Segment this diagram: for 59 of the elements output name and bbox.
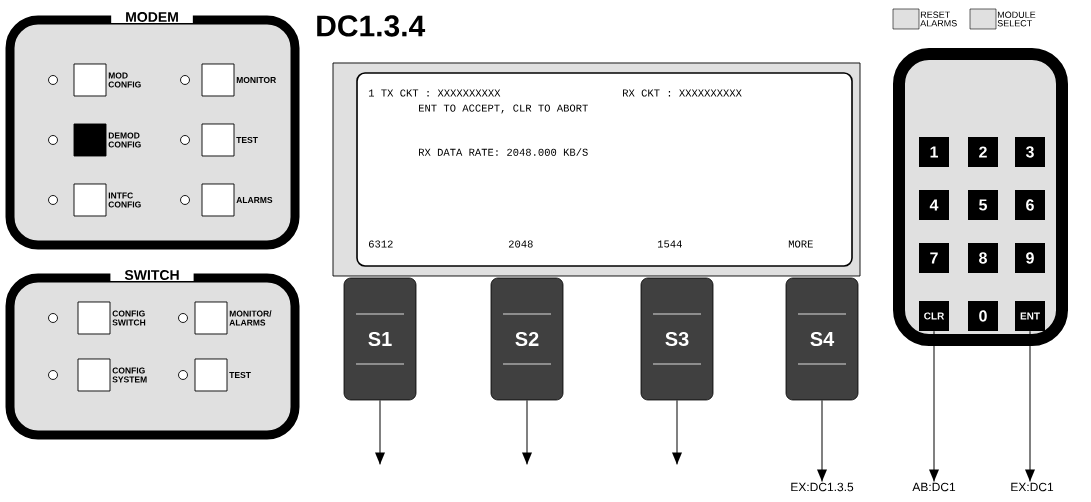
panel-button: TEST [194, 358, 251, 392]
display-text: RX CKT : XXXXXXXXXX [623, 89, 742, 97]
panel-button: ALARMS [201, 183, 273, 217]
arrow [1025, 330, 1035, 483]
display-text: MORE [788, 240, 813, 248]
panel-button: MONITOR/ ALARMS [194, 301, 272, 335]
panel-button: MOD CONFIG [73, 63, 141, 97]
keypad-key: 4 [919, 190, 949, 220]
panel-button: INTFC CONFIG [73, 183, 141, 217]
keypad-key: 6 [1015, 190, 1045, 220]
node-label: MODULE SELECT [997, 11, 1036, 27]
display-text: 6312 [369, 240, 393, 248]
display-screen [332, 62, 861, 277]
keypad-key: 2 [968, 137, 998, 167]
node-label: INTFC CONFIG [108, 192, 141, 208]
arrow [522, 399, 532, 465]
panel-button: CONFIG SYSTEM [77, 358, 147, 392]
result-label: EX:DC1.3.5 [791, 482, 854, 492]
arrow [672, 399, 682, 465]
node-label: MONITOR [236, 76, 277, 83]
panel-button: CONFIG SWITCH [77, 301, 146, 335]
keypad-key: 9 [1015, 243, 1045, 273]
soft-key: S3 [640, 277, 714, 401]
keypad-key: 7 [919, 243, 949, 273]
node-label: ALARMS [236, 196, 273, 203]
display-text: ENT TO ACCEPT, CLR TO ABORT [419, 104, 588, 114]
display-text: RX DATA RATE: 2048.000 KB/S [419, 148, 588, 156]
keypad-key: 0 [968, 301, 998, 331]
node-label: MONITOR/ ALARMS [229, 310, 272, 326]
keypad-key: 3 [1015, 137, 1045, 167]
display-text: 1 TX CKT : XXXXXXXXXX [368, 89, 501, 97]
keypad-key: 1 [919, 137, 949, 167]
result-label: EX:DC1 [1011, 482, 1054, 492]
soft-key: S1 [343, 277, 417, 401]
panel-button: MONITOR [201, 63, 276, 97]
node-label: CONFIG SYSTEM [112, 367, 147, 383]
arrow [375, 399, 385, 465]
node-label: TEST [229, 371, 251, 378]
title: DC1.3.4 [317, 15, 426, 37]
arrow [929, 330, 939, 483]
panel-button: TEST [201, 123, 258, 157]
display-text: 1544 [657, 240, 682, 248]
result-label: AB:DC1 [912, 482, 956, 492]
keypad-key: 8 [968, 243, 998, 273]
display-text: 2048 [508, 240, 533, 248]
soft-key: S2 [490, 277, 564, 401]
node-label: CONFIG SWITCH [112, 310, 146, 326]
keypad-key: 5 [968, 190, 998, 220]
indicator-key: MODULE SELECT [969, 8, 1036, 30]
node-label: RESET ALARMS [920, 11, 957, 27]
node-label: DEMOD CONFIG [108, 132, 141, 148]
arrow [817, 399, 827, 483]
panel-button: DEMOD CONFIG [73, 123, 141, 157]
keypad-key: ENT [1015, 301, 1045, 331]
indicator-key: RESET ALARMS [892, 8, 957, 30]
node-label: MOD CONFIG [108, 72, 141, 88]
soft-key: S4 [785, 277, 859, 401]
keypad-key: CLR [919, 301, 949, 331]
node-label: TEST [236, 136, 258, 143]
